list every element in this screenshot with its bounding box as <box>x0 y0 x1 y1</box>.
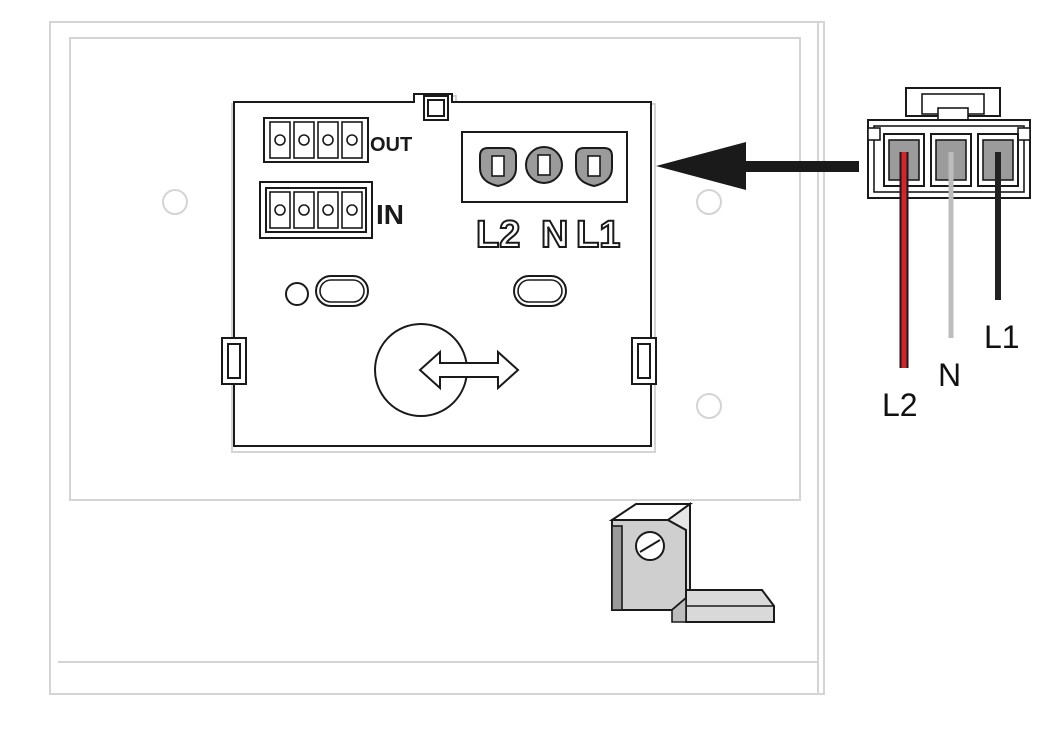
mounting-plate <box>69 37 801 501</box>
in-label: IN <box>376 199 404 230</box>
wall-box-outer-edge <box>49 21 825 695</box>
out-connector: OUT <box>263 117 412 163</box>
ground-screw-icon <box>635 531 665 561</box>
terminal-label-n: N <box>541 214 568 256</box>
terminal-label-l1: L1 <box>576 214 620 256</box>
power-terminal-block: L2 N L1 <box>461 131 628 257</box>
left-mounting-slot <box>315 275 369 307</box>
out-label: OUT <box>370 134 412 156</box>
right-mounting-slot <box>513 275 567 307</box>
wire-label-n: N <box>938 357 961 393</box>
wire-label-l1: L1 <box>984 319 1020 355</box>
mounting-hole-left <box>162 189 188 215</box>
mounting-hole-right-bottom <box>696 393 722 419</box>
in-connector: IN <box>259 181 404 239</box>
mounting-hole-right-top <box>696 189 722 215</box>
wall-box <box>49 21 825 695</box>
ground-lug <box>608 502 775 623</box>
terminal-label-l2: L2 <box>476 214 520 256</box>
insert-arrow-icon <box>656 142 859 190</box>
wires <box>899 152 1001 368</box>
double-arrow-icon <box>418 349 520 391</box>
right-side-clip <box>631 337 657 385</box>
left-side-clip <box>221 337 247 385</box>
control-board: OUT IN <box>221 93 657 453</box>
top-latch-tab <box>423 95 449 121</box>
board-small-hole <box>285 282 309 306</box>
wire-label-l2: L2 <box>882 387 918 423</box>
